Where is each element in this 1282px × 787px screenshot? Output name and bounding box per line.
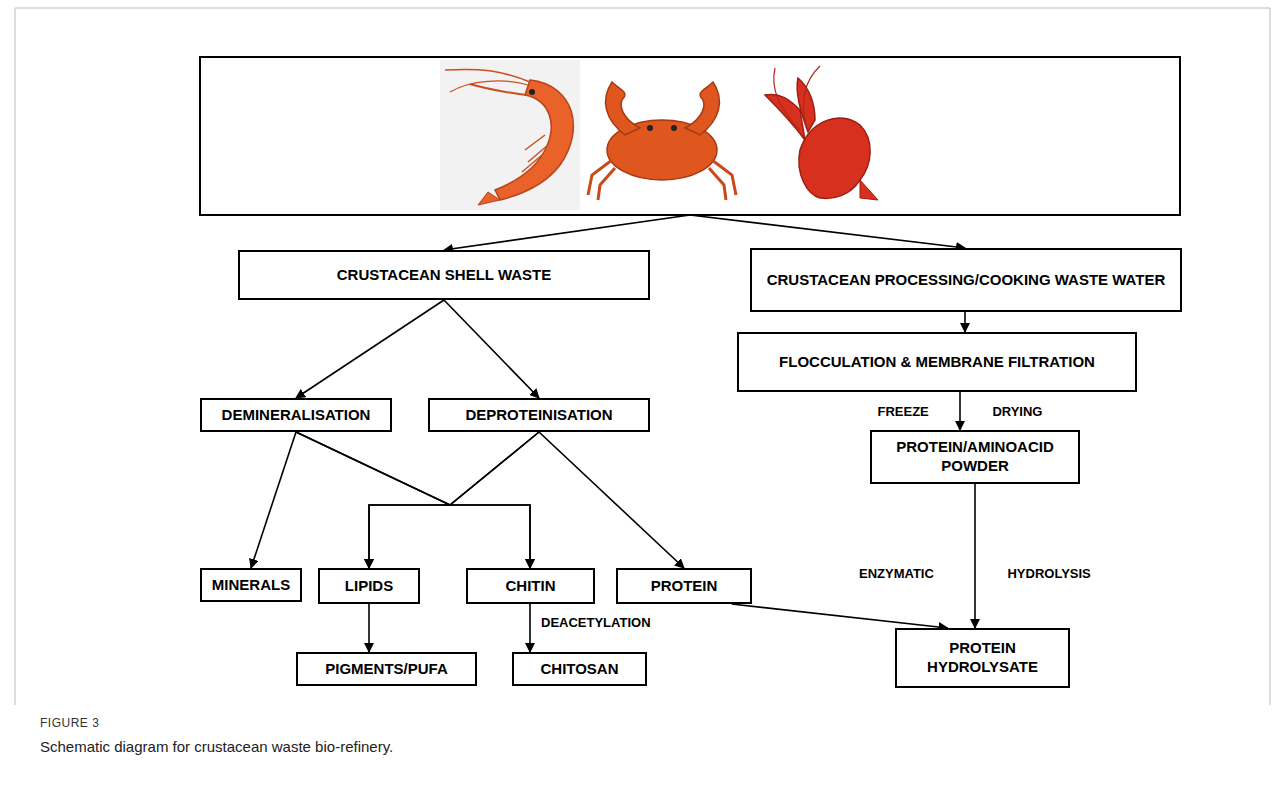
process-box: CRUSTACEAN SHELL WASTE <box>238 250 650 300</box>
box-text: CHITIN <box>506 577 556 596</box>
process-box: CHITOSAN <box>512 652 647 686</box>
box-text: FLOCCULATION & MEMBRANE FILTRATION <box>779 353 1095 372</box>
edge-label: FREEZE DRYING <box>878 405 1043 418</box>
box-text: LIPIDS <box>345 577 393 596</box>
process-box: MINERALS <box>200 568 302 602</box>
box-text: CRUSTACEAN PROCESSING/COOKING WASTE WATE… <box>767 271 1166 290</box>
flow-arrow <box>529 604 531 652</box>
figure-number: FIGURE 3 <box>40 716 99 730</box>
source-box <box>200 57 1180 215</box>
flow-arrow <box>974 484 976 628</box>
process-box: CHITIN <box>466 568 595 604</box>
crab-picture <box>588 82 736 200</box>
flow-arrow <box>296 432 530 568</box>
flow-arrow <box>296 300 444 398</box>
process-box: LIPIDS <box>318 568 420 604</box>
edge-label: ENZYMATIC HYDROLYSIS <box>859 567 1091 580</box>
flow-arrow <box>732 604 948 628</box>
flow-arrow <box>296 432 450 568</box>
flow-arrow <box>369 432 539 568</box>
box-text: DEPROTEINISATION <box>465 406 612 425</box>
figure-frame <box>15 8 1270 705</box>
process-box: PIGMENTS/PUFA <box>296 652 477 686</box>
flow-arrow <box>251 432 296 568</box>
lobster-picture <box>765 66 878 200</box>
process-box: FLOCCULATION & MEMBRANE FILTRATION <box>737 332 1137 392</box>
box-text: PROTEIN <box>651 577 718 596</box>
flow-arrow <box>964 312 966 332</box>
box-text: CRUSTACEAN SHELL WASTE <box>337 266 551 285</box>
box-text: PROTEIN HYDROLYSATE <box>905 639 1060 677</box>
process-box: CRUSTACEAN PROCESSING/COOKING WASTE WATE… <box>750 248 1182 312</box>
flow-arrow <box>444 300 539 398</box>
flow-arrow <box>368 604 370 652</box>
box-text: CHITOSAN <box>540 660 618 679</box>
split-arrow <box>690 215 965 248</box>
box-text: DEMINERALISATION <box>222 406 371 425</box>
flow-arrow <box>539 432 684 568</box>
process-box: PROTEIN HYDROLYSATE <box>895 628 1070 688</box>
split-arrow <box>444 215 690 250</box>
process-box: PROTEIN/AMINOACID POWDER <box>870 430 1080 484</box>
box-text: PROTEIN/AMINOACID POWDER <box>880 438 1070 476</box>
flow-arrow <box>450 432 539 568</box>
figure-caption: Schematic diagram for crustacean waste b… <box>40 738 393 755</box>
box-text: PIGMENTS/PUFA <box>325 660 448 679</box>
process-box: DEPROTEINISATION <box>428 398 650 432</box>
edge-label: DEACETYLATION <box>541 616 651 629</box>
process-box: DEMINERALISATION <box>200 398 392 432</box>
process-box: PROTEIN <box>616 568 752 604</box>
box-text: MINERALS <box>212 576 290 595</box>
shrimp-picture <box>440 60 580 210</box>
